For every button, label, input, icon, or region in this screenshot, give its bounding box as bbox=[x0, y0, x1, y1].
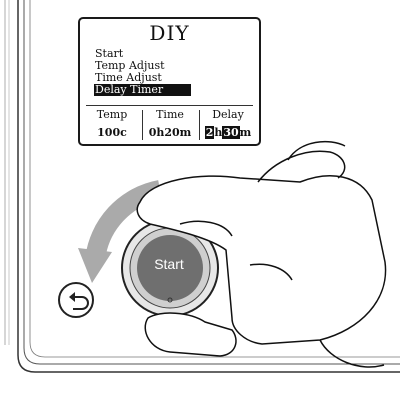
delay-header: Delay bbox=[201, 108, 255, 121]
time-value: 0h20m bbox=[144, 125, 196, 140]
temp-header: Temp bbox=[86, 108, 138, 121]
time-header: Time bbox=[144, 108, 196, 121]
screen-divider bbox=[86, 105, 253, 106]
start-knob-label: Start bbox=[143, 256, 195, 272]
program-menu: Start Temp Adjust Time Adjust Delay Time… bbox=[94, 48, 244, 96]
back-arrow-icon bbox=[60, 284, 96, 320]
temp-value: 100c bbox=[86, 125, 138, 140]
delay-minutes[interactable]: 30 bbox=[222, 126, 239, 139]
delay-hours[interactable]: 2 bbox=[205, 126, 215, 139]
temp-column: Temp 100c bbox=[86, 108, 138, 142]
column-divider bbox=[142, 110, 143, 140]
menu-item-delay-timer[interactable]: Delay Timer bbox=[94, 84, 191, 96]
delay-column: Delay 2h30m bbox=[201, 108, 255, 142]
lcd-display: DIY Start Temp Adjust Time Adjust Delay … bbox=[78, 17, 261, 146]
column-divider bbox=[199, 110, 200, 140]
delay-value: 2h30m bbox=[201, 125, 255, 140]
screen-title: DIY bbox=[80, 21, 259, 45]
back-button[interactable] bbox=[58, 282, 94, 318]
delay-minutes-unit: m bbox=[240, 126, 252, 139]
time-column: Time 0h20m bbox=[144, 108, 196, 142]
